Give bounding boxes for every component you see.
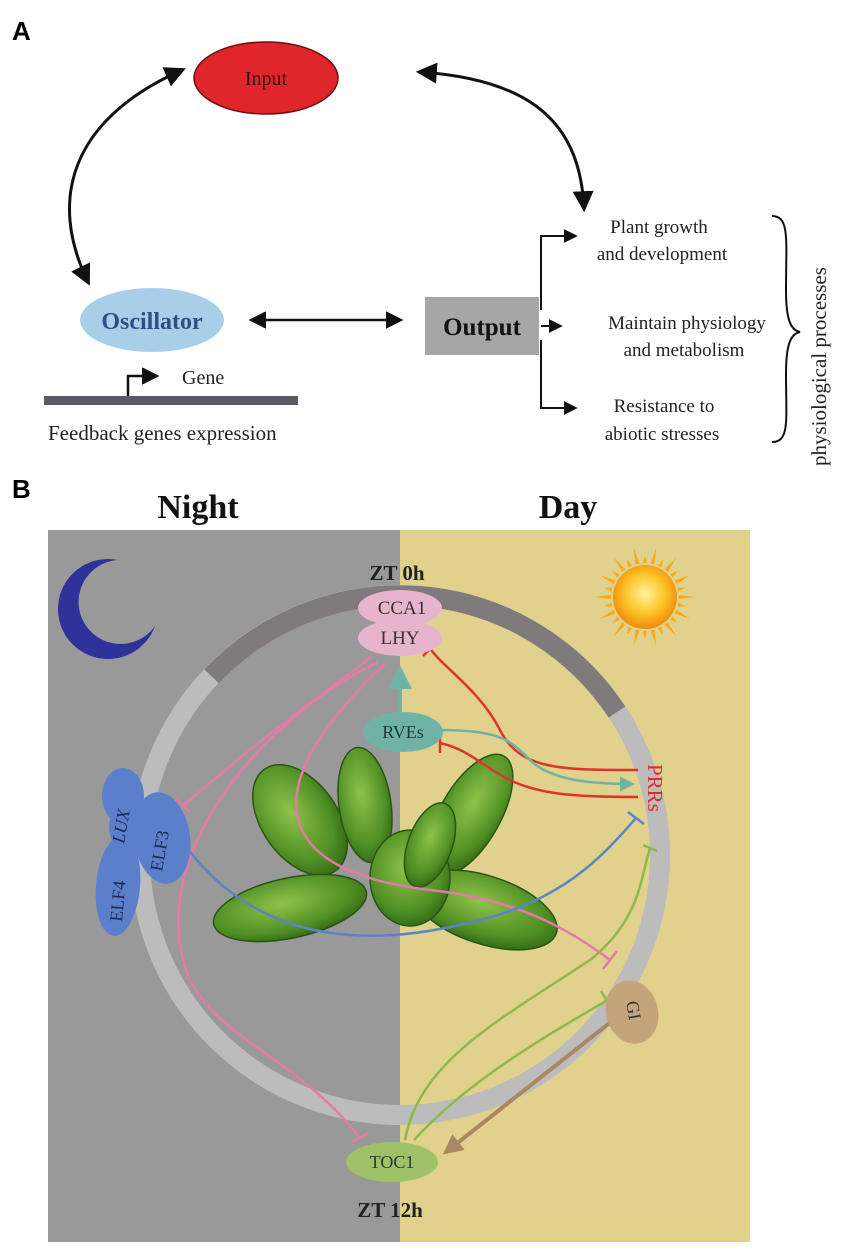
prrs-repress-rves-line	[439, 741, 639, 799]
output-2-line-1: Maintain physiology	[608, 313, 766, 334]
elf3-node	[133, 792, 191, 884]
sun-ray	[650, 548, 657, 565]
sun-ray	[650, 629, 657, 646]
sun-ray	[633, 629, 640, 646]
sun-ray	[678, 594, 695, 600]
dna-bar	[44, 396, 298, 405]
cca1-repress-toc1-line	[177, 660, 379, 1139]
cca1-repress-gi-line	[295, 663, 611, 962]
brace-label: physiological processes	[807, 267, 831, 466]
sun-ray	[674, 575, 691, 585]
input-node	[193, 41, 339, 115]
sun-ray	[612, 570, 620, 578]
prrs-repress-cca1-line	[428, 647, 639, 772]
sun-ray	[657, 559, 664, 568]
cca1-repress-ec-bar	[175, 798, 191, 813]
sun-ray	[670, 570, 678, 578]
moon-icon	[57, 558, 155, 659]
sun-ray	[604, 602, 613, 607]
toc1-repress-prrs-bar	[642, 843, 658, 853]
day-label: Day	[539, 489, 598, 526]
branch-top	[540, 229, 578, 310]
sun-ray	[657, 626, 664, 635]
ec-repress-prrs-line	[183, 817, 637, 938]
output-3-line-2: abiotic stresses	[605, 424, 720, 445]
cca1-lhy-node: CCA1 LHY	[358, 590, 442, 656]
zt12-label: ZT 12h	[357, 1198, 423, 1222]
sun-ray	[677, 602, 686, 607]
rves-activate-prrs	[439, 728, 635, 792]
output-label: Output	[443, 314, 521, 341]
sun-ray	[599, 609, 616, 619]
cca1-repress-gi-bar	[602, 950, 618, 970]
gi-activate-toc1	[442, 1008, 628, 1155]
outputs-list: Plant growth and development Maintain ph…	[597, 217, 767, 445]
night-label: Night	[157, 489, 239, 526]
processes-brace	[771, 215, 801, 443]
panel-b: B Night Day	[12, 474, 750, 1242]
sun-ray	[599, 575, 616, 585]
gi-label: GI	[622, 999, 645, 1021]
gene-label: Gene	[182, 367, 224, 389]
input-oscillator-arrow	[68, 67, 186, 286]
toc1-label: TOC1	[370, 1152, 415, 1172]
cca1-repress-toc1-bar	[351, 1131, 369, 1144]
toc1-repress-prrs-line	[403, 847, 652, 1141]
sun-ray	[670, 616, 678, 624]
sun-ray	[677, 587, 686, 592]
sun-ray	[626, 626, 633, 635]
feedback-label: Feedback genes expression	[48, 421, 277, 445]
sun-ray	[664, 622, 677, 637]
lhy-label: LHY	[380, 628, 419, 649]
sun-ray	[613, 557, 626, 572]
output-2-line-2: and metabolism	[624, 340, 745, 361]
panel-a: A Input Oscillator Output Plant growth a…	[12, 16, 831, 466]
prrs-label: PRRs	[643, 764, 667, 812]
sun-ray	[604, 587, 613, 592]
sun-ray	[664, 557, 677, 572]
cca1-label: CCA1	[378, 598, 427, 619]
sun-icon	[595, 548, 695, 646]
elf4-node	[95, 836, 141, 936]
toc1-node	[346, 1142, 438, 1182]
gene-promoter-arrow	[126, 367, 160, 396]
sun-ray	[613, 622, 626, 637]
sun-ray	[595, 594, 612, 600]
cca1-repress-ec-line	[183, 655, 373, 806]
sun-ray	[626, 559, 633, 568]
gi-node	[605, 980, 659, 1044]
sun-ray	[612, 616, 620, 624]
oscillator-node	[80, 288, 224, 352]
ec-repress-prrs-bar	[627, 811, 645, 825]
input-label: Input	[245, 68, 288, 90]
evening-complex: LUX ELF3 ELF4	[95, 768, 191, 936]
zt0-label: ZT 0h	[369, 561, 424, 585]
toc1-repress-gi-line	[413, 998, 609, 1141]
sun-ray	[642, 555, 648, 564]
sun-ray	[633, 548, 640, 565]
input-output-arrow	[415, 62, 594, 213]
output-1-line-1: Plant growth	[610, 217, 708, 238]
rves-label: RVEs	[382, 722, 424, 742]
output-3-line-1: Resistance to	[614, 396, 715, 417]
plant-image	[212, 746, 558, 951]
panel-b-label: B	[12, 474, 31, 504]
branch-bottom	[540, 340, 578, 415]
output-box	[425, 297, 539, 355]
oscillator-label: Oscillator	[101, 309, 203, 335]
sun-ray	[642, 630, 648, 639]
elf4-label: ELF4	[106, 880, 129, 923]
panel-a-label: A	[12, 16, 31, 46]
sun-ray	[674, 609, 691, 619]
output-1-line-2: and development	[597, 244, 728, 265]
rves-node	[363, 712, 443, 752]
